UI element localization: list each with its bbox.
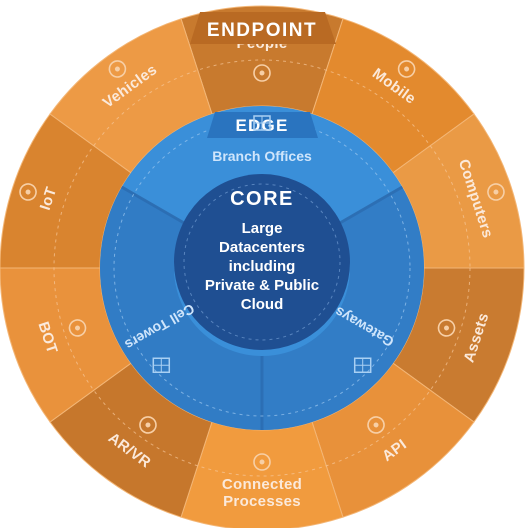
tower-icon (152, 357, 171, 374)
gear-icon (367, 416, 385, 434)
edge-label-branch-offices: Branch Offices (212, 148, 312, 164)
edge-dashed-ring (113, 119, 411, 417)
endpoint-title: ENDPOINT (207, 20, 317, 41)
robot-icon (68, 319, 87, 337)
core-title: CORE (230, 188, 294, 210)
core-line-4: Cloud (241, 296, 284, 313)
headset-icon (139, 416, 157, 434)
endpoint-ring (0, 5, 525, 528)
edge-title: EDGE (236, 116, 289, 135)
core-line-3: Private & Public (205, 277, 319, 294)
endpoint-title-band (190, 12, 336, 44)
edge-sector-gateways (262, 187, 424, 430)
endpoint-label-5: Connected (222, 476, 302, 493)
person-icon (253, 64, 271, 82)
edge-sector-cell-towers (99, 187, 262, 430)
endpoint-icons (19, 60, 505, 471)
phone-icon (397, 60, 416, 78)
wrench-icon (437, 319, 456, 337)
car-icon (108, 60, 127, 78)
core-line-1: Datacenters (219, 239, 305, 256)
endpoint-dashed-ring (53, 59, 471, 477)
cog-icon (253, 453, 271, 471)
chip-icon (19, 183, 37, 201)
edge-dividers (99, 185, 424, 430)
building-icon (253, 115, 271, 131)
endpoint-label-5-line2: Processes (223, 493, 301, 510)
laptop-icon (487, 183, 505, 201)
core-line-0: Large (242, 220, 283, 237)
core-circle (174, 174, 350, 350)
core-line-2: including (229, 258, 296, 275)
core-dashed-ring (183, 183, 341, 341)
endpoint-label-8: IoT (37, 185, 60, 213)
grid-icon (353, 357, 372, 374)
